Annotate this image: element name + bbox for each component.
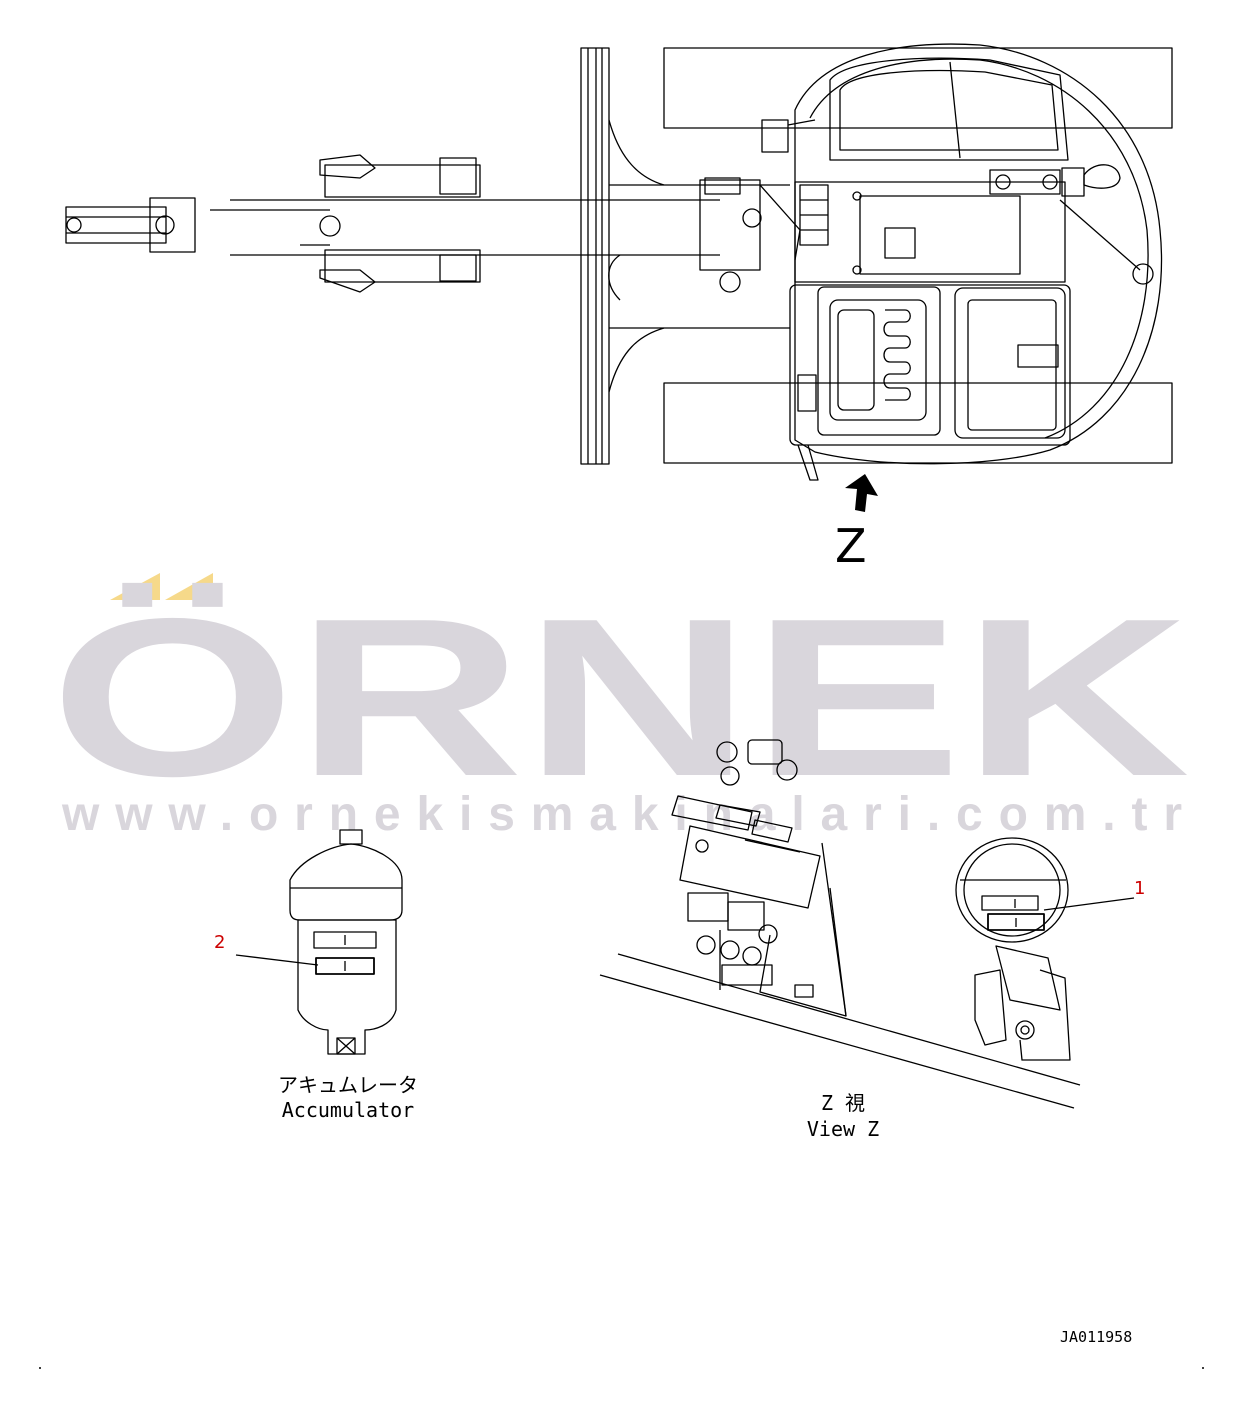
dozer-blade bbox=[580, 47, 790, 465]
mounted-label-plate-upper bbox=[981, 895, 1039, 911]
callout-1: 1 bbox=[1134, 878, 1145, 899]
bucket bbox=[65, 197, 196, 253]
revolving-frame bbox=[794, 43, 1163, 465]
cab bbox=[789, 284, 1071, 481]
center-frame bbox=[794, 181, 1066, 283]
mounted-label-plate-lower bbox=[987, 913, 1045, 931]
corner-mark-left bbox=[39, 1367, 41, 1369]
view-z-drawing bbox=[599, 739, 1135, 1109]
corner-mark-right bbox=[1202, 1367, 1204, 1369]
accumulator-upper-shell bbox=[289, 843, 403, 921]
accumulator-bottom-port bbox=[336, 1037, 356, 1055]
right-fittings bbox=[989, 164, 1154, 285]
view-label-english: View Z bbox=[807, 1117, 879, 1141]
control-valve-block bbox=[671, 739, 847, 1017]
accumulator-mounted bbox=[955, 837, 1135, 1061]
accumulator-label-plate-lower bbox=[315, 957, 375, 975]
view-direction-arrow-icon bbox=[845, 474, 878, 512]
watermark-accent-right bbox=[165, 573, 213, 600]
arm bbox=[210, 154, 481, 293]
watermark-brand: ÖRNEK bbox=[50, 571, 1190, 823]
accumulator-lower-shell bbox=[297, 919, 397, 1055]
frame-edge-upper bbox=[617, 953, 1081, 1086]
callout-leader-1 bbox=[1043, 897, 1135, 911]
accumulator-label-plate-upper bbox=[313, 931, 377, 949]
callout-2: 2 bbox=[214, 932, 225, 953]
engine-hood bbox=[761, 57, 1069, 161]
accumulator-label-japanese: アキュムレータ bbox=[278, 1073, 418, 1097]
callout-leader-2 bbox=[235, 954, 319, 966]
accumulator-drawing bbox=[235, 829, 403, 1055]
boom bbox=[230, 177, 801, 293]
accumulator-label-english: Accumulator bbox=[282, 1098, 414, 1122]
track-lower bbox=[663, 382, 1173, 464]
excavator-top-view bbox=[65, 43, 1173, 481]
watermark-accent-left bbox=[110, 573, 160, 600]
watermark: ÖRNEK www.ornekismakinalari.com.tr bbox=[50, 571, 1190, 841]
view-marker-z: Z bbox=[835, 519, 867, 573]
view-label-japanese: Z 視 bbox=[821, 1091, 865, 1115]
drawing-number: JA011958 bbox=[1060, 1328, 1132, 1346]
frame-edge-lower bbox=[599, 974, 1075, 1109]
track-upper bbox=[663, 47, 1173, 129]
